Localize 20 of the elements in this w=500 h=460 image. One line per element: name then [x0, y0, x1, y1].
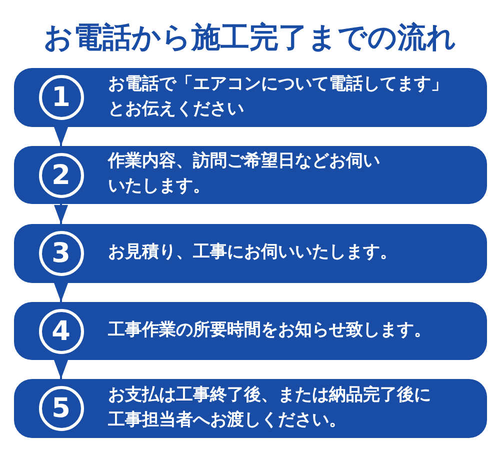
step-bar	[14, 224, 487, 283]
step-text: 作業内容、訪問ご希望日などお伺いいたします。	[108, 150, 381, 198]
step-text: お電話で「エアコンについて電話してます」とお伝えください	[108, 72, 449, 120]
step-bar	[14, 379, 487, 438]
step-number: 5	[38, 386, 84, 431]
step-number: 1	[38, 75, 84, 120]
step-bar	[14, 146, 487, 204]
step-bar	[14, 68, 487, 127]
arrow	[54, 127, 68, 146]
step-number: 4	[38, 308, 84, 354]
step-text: 工事作業の所要時間をお知らせ致します。	[108, 318, 432, 342]
step-text: お見積り、工事にお伺いいたします。	[108, 241, 398, 264]
arrow	[54, 283, 68, 302]
step-text: お支払は工事終了後、または納品完了後に工事担当者へお渡しください。	[108, 384, 432, 432]
arrow	[54, 360, 68, 379]
step-bar	[14, 302, 487, 360]
title: お電話から施工完了までの流れ	[42, 19, 458, 56]
step-number: 2	[38, 152, 84, 198]
arrow	[54, 204, 68, 224]
step-number: 3	[38, 231, 84, 276]
